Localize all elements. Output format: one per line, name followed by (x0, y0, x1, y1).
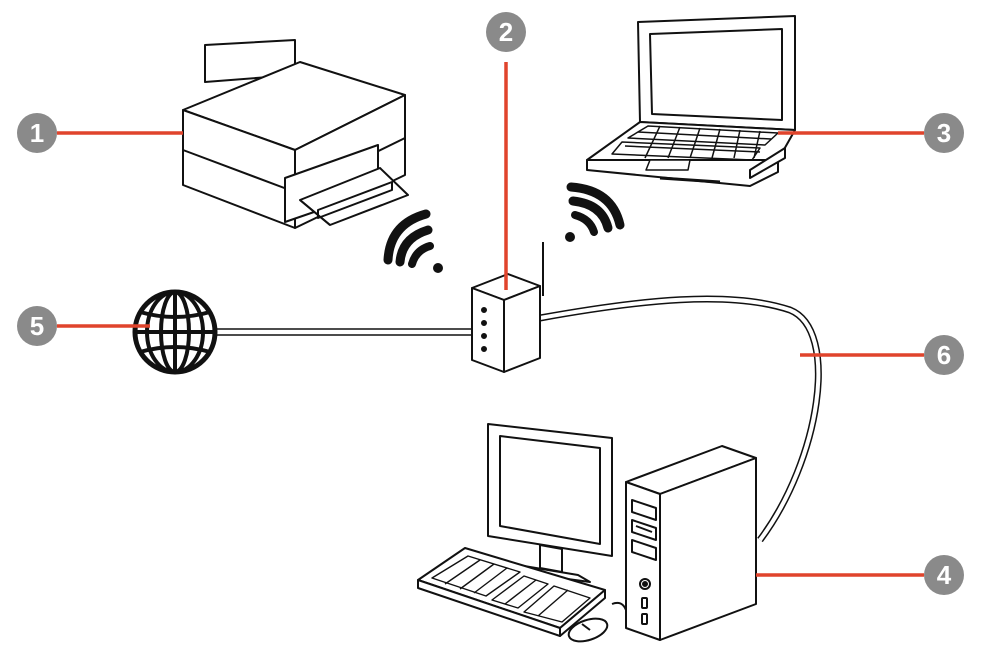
internet-cable (215, 328, 472, 336)
callout-label-3: 3 (937, 118, 951, 148)
tower-icon (625, 445, 757, 641)
callout-3: 3 (924, 113, 964, 153)
callout-label-2: 2 (499, 17, 513, 47)
leader-lines (57, 62, 924, 577)
globe-icon (132, 289, 218, 375)
callout-label-4: 4 (937, 560, 952, 590)
ethernet-cable (539, 295, 822, 543)
keyboard-icon (417, 547, 606, 637)
callout-label-1: 1 (30, 118, 44, 148)
monitor-icon (487, 423, 613, 583)
wifi-waves-right-icon (565, 182, 625, 242)
printer-icon (182, 39, 409, 229)
callout-6: 6 (924, 335, 964, 375)
laptop-icon (586, 15, 796, 187)
callout-4: 4 (924, 555, 964, 595)
callout-label-6: 6 (937, 340, 951, 370)
wifi-waves-left-icon (383, 209, 443, 273)
mouse-icon (567, 601, 627, 643)
callout-label-5: 5 (30, 311, 44, 341)
callout-1: 1 (17, 113, 57, 153)
callout-5: 5 (17, 306, 57, 346)
callout-2: 2 (486, 12, 526, 52)
